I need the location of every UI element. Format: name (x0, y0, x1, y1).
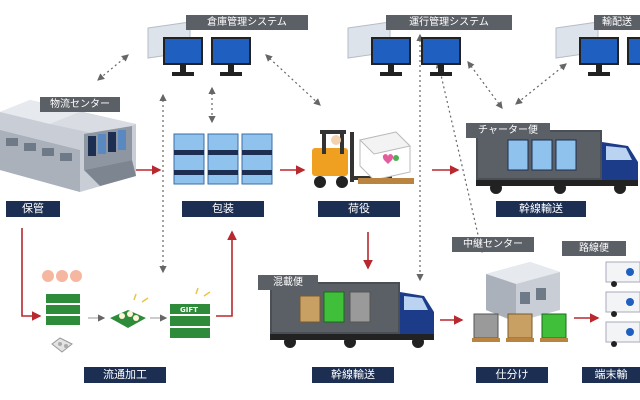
last-mile-label: 端末輸 (582, 367, 640, 383)
sorting-label: 仕分け (476, 367, 548, 383)
delivery-system-monitors (555, 21, 640, 76)
data-link-lines (97, 33, 567, 282)
route-service-label: 路線便 (562, 241, 626, 256)
relay-center-label: 中継センター (452, 237, 534, 252)
route-delivery-vans (605, 261, 640, 347)
trunk-transport-bottom-label: 幹線輸送 (312, 367, 394, 383)
mixed-load-label: 混載便 (258, 275, 318, 290)
logistics-center-building (0, 100, 136, 192)
cargo-handling-label: 荷役 (318, 201, 400, 217)
forklift (312, 130, 414, 188)
packaged-goods (173, 133, 273, 185)
operation-system-monitors (347, 21, 461, 76)
warehouse-system-label: 倉庫管理システム (186, 15, 308, 30)
process-flow-arrows (21, 165, 600, 325)
storage-label: 保管 (6, 201, 60, 217)
distribution-processing-items (42, 270, 211, 353)
logistics-center-label: 物流センター (40, 97, 120, 112)
warehouse-system-monitors (147, 21, 251, 76)
packaging-label: 包装 (182, 201, 264, 217)
charter-truck (476, 130, 638, 194)
charter-label: チャーター便 (466, 123, 550, 138)
sorted-cargo-pallets (472, 313, 568, 342)
relay-center-building (486, 262, 560, 322)
mixed-load-truck (270, 282, 434, 348)
delivery-system-label: 輸配送 (594, 15, 640, 30)
trunk-transport-top-label: 幹線輸送 (496, 201, 586, 217)
distribution-processing-label: 流通加工 (84, 367, 166, 383)
operation-system-label: 運行管理システム (386, 15, 512, 30)
gift-box-label: GIFT (180, 306, 198, 314)
